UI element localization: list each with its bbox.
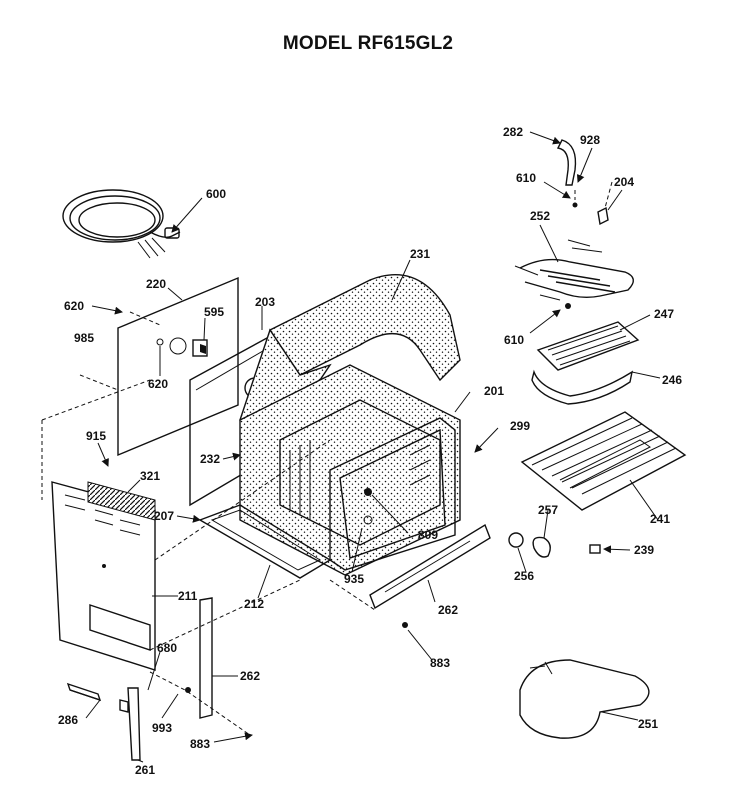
label-239: 239 bbox=[634, 543, 654, 557]
label-610-bottom: 610 bbox=[504, 333, 524, 347]
oven-lamp-parts bbox=[508, 532, 601, 558]
label-231: 231 bbox=[410, 247, 430, 261]
label-256: 256 bbox=[514, 569, 534, 583]
label-883-right: 883 bbox=[430, 656, 450, 670]
label-246: 246 bbox=[662, 373, 682, 387]
oven-rack-part bbox=[520, 411, 687, 511]
label-261: 261 bbox=[135, 763, 155, 777]
leader-lines bbox=[85, 131, 661, 763]
label-212: 212 bbox=[244, 597, 264, 611]
power-cord-part bbox=[62, 189, 181, 259]
label-935: 935 bbox=[344, 572, 364, 586]
broiler-element-part bbox=[514, 239, 634, 301]
bracket-parts bbox=[66, 682, 141, 761]
label-241: 241 bbox=[650, 512, 670, 526]
rear-panel-part bbox=[117, 276, 239, 457]
label-680: 680 bbox=[157, 641, 177, 655]
label-247: 247 bbox=[654, 307, 674, 321]
label-595: 595 bbox=[204, 305, 224, 319]
diagram-title: MODEL RF615GL2 bbox=[282, 33, 454, 54]
label-610-top: 610 bbox=[516, 171, 536, 185]
label-299: 299 bbox=[510, 419, 530, 433]
label-985: 985 bbox=[74, 331, 94, 345]
broiler-handle-parts bbox=[556, 139, 609, 226]
label-211: 211 bbox=[178, 589, 198, 603]
assembly-guide-lines bbox=[41, 181, 613, 736]
label-915: 915 bbox=[86, 429, 106, 443]
label-993: 993 bbox=[152, 721, 172, 735]
label-928: 928 bbox=[580, 133, 600, 147]
label-620-top: 620 bbox=[64, 299, 84, 313]
label-286: 286 bbox=[58, 713, 78, 727]
label-257: 257 bbox=[538, 503, 558, 517]
part-labels: 600 220 203 595 620 620 985 231 201 299 … bbox=[58, 125, 682, 777]
label-809: 809 bbox=[418, 528, 438, 542]
oven-bottom-part bbox=[198, 504, 332, 579]
label-620-bottom: 620 bbox=[148, 377, 168, 391]
label-600: 600 bbox=[206, 187, 226, 201]
label-201: 201 bbox=[484, 384, 504, 398]
trim-strip-parts bbox=[185, 523, 491, 719]
bake-element-part bbox=[519, 659, 650, 739]
label-321: 321 bbox=[140, 469, 160, 483]
broiler-pan-part bbox=[531, 303, 640, 405]
label-883-left: 883 bbox=[190, 737, 210, 751]
label-207: 207 bbox=[154, 509, 174, 523]
side-panel-part bbox=[51, 481, 156, 671]
label-203: 203 bbox=[255, 295, 275, 309]
label-204: 204 bbox=[614, 175, 634, 189]
label-262-left: 262 bbox=[240, 669, 260, 683]
label-251: 251 bbox=[638, 717, 658, 731]
label-262-right: 262 bbox=[438, 603, 458, 617]
label-232: 232 bbox=[200, 452, 220, 466]
label-220: 220 bbox=[146, 277, 166, 291]
label-282: 282 bbox=[503, 125, 523, 139]
label-252: 252 bbox=[530, 209, 550, 223]
